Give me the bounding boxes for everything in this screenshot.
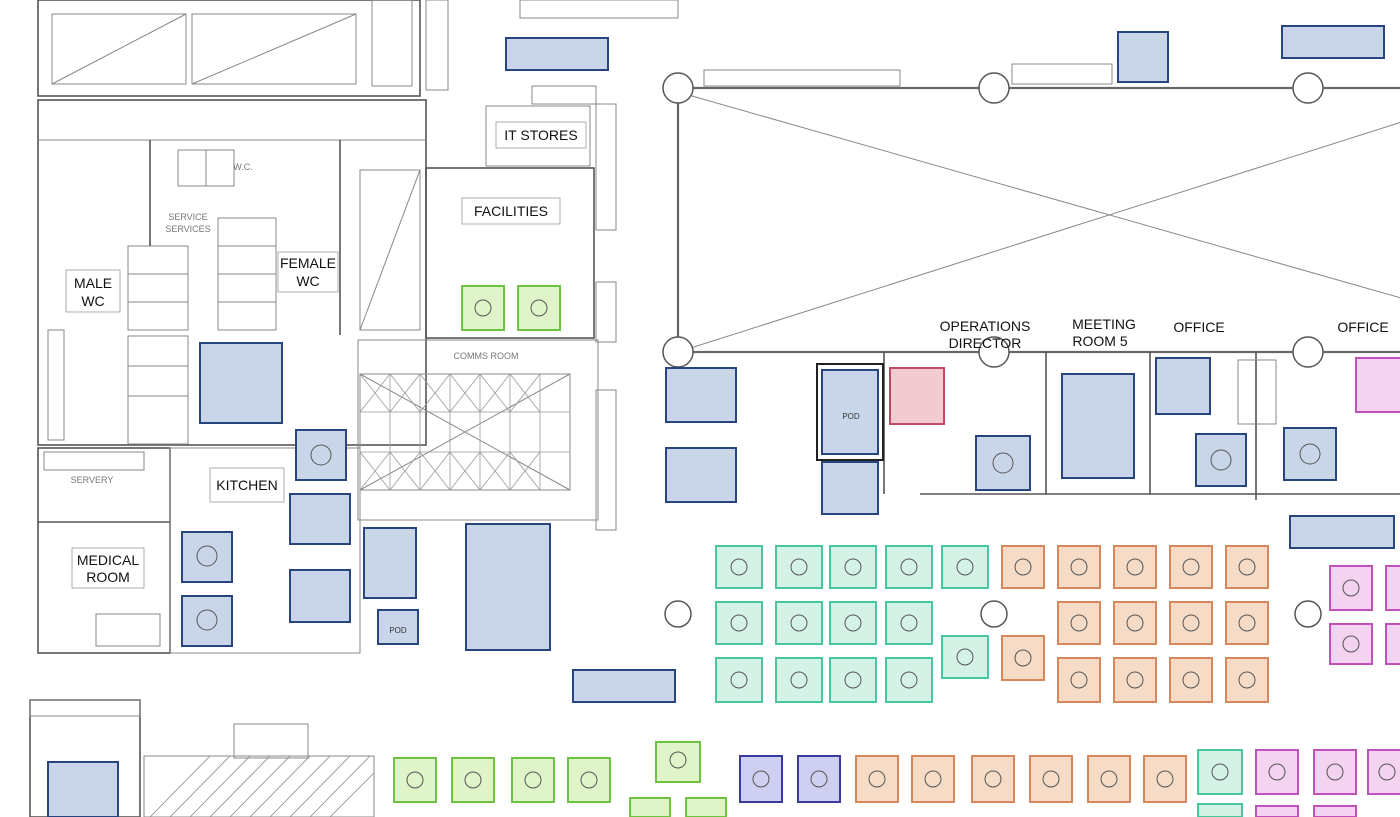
label-operations-director-line2: DIRECTOR	[949, 335, 1022, 351]
label-wc-small: W.C.	[233, 162, 253, 172]
label-it-stores: IT STORES	[504, 127, 577, 143]
label-meeting-room-line1: MEETING	[1072, 316, 1136, 332]
label-female-wc-line2: WC	[296, 273, 319, 289]
label-services-line1: SERVICE	[168, 212, 207, 222]
structural-columns	[662, 72, 1324, 628]
desk-zone-orange	[855, 545, 1269, 803]
label-pod-2: POD	[389, 626, 407, 635]
comms-rack-grid	[359, 373, 570, 491]
desk-zone-purple	[1255, 565, 1400, 817]
label-male-wc-line1: MALE	[74, 275, 112, 291]
label-male-wc-line2: WC	[81, 293, 104, 309]
label-female-wc-line1: FEMALE	[280, 255, 336, 271]
office-desk-purple	[1355, 357, 1400, 413]
label-meeting-room-line2: ROOM 5	[1072, 333, 1127, 349]
desk-zone-green	[715, 545, 1243, 817]
label-facilities: FACILITIES	[474, 203, 548, 219]
label-medical-line1: MEDICAL	[77, 552, 139, 568]
chairs	[196, 299, 1396, 789]
label-servery: SERVERY	[71, 475, 114, 485]
label-medical-line2: ROOM	[86, 569, 130, 585]
label-kitchen: KITCHEN	[216, 477, 277, 493]
walls	[29, 0, 1400, 817]
furniture-blue	[47, 25, 1395, 817]
label-comms-room: COMMS ROOM	[454, 351, 519, 361]
office-desk-red	[889, 367, 945, 425]
desk-zone-lime	[393, 285, 727, 817]
room-labels: IT STORES FACILITIES MALE WC FEMALE WC K…	[65, 121, 1389, 635]
label-office-2: OFFICE	[1337, 319, 1388, 335]
label-services-line2: SERVICES	[165, 224, 210, 234]
label-office-1: OFFICE	[1173, 319, 1224, 335]
label-operations-director-line1: OPERATIONS	[940, 318, 1031, 334]
desk-zone-navy	[739, 755, 841, 803]
label-pod-1: POD	[842, 412, 860, 421]
